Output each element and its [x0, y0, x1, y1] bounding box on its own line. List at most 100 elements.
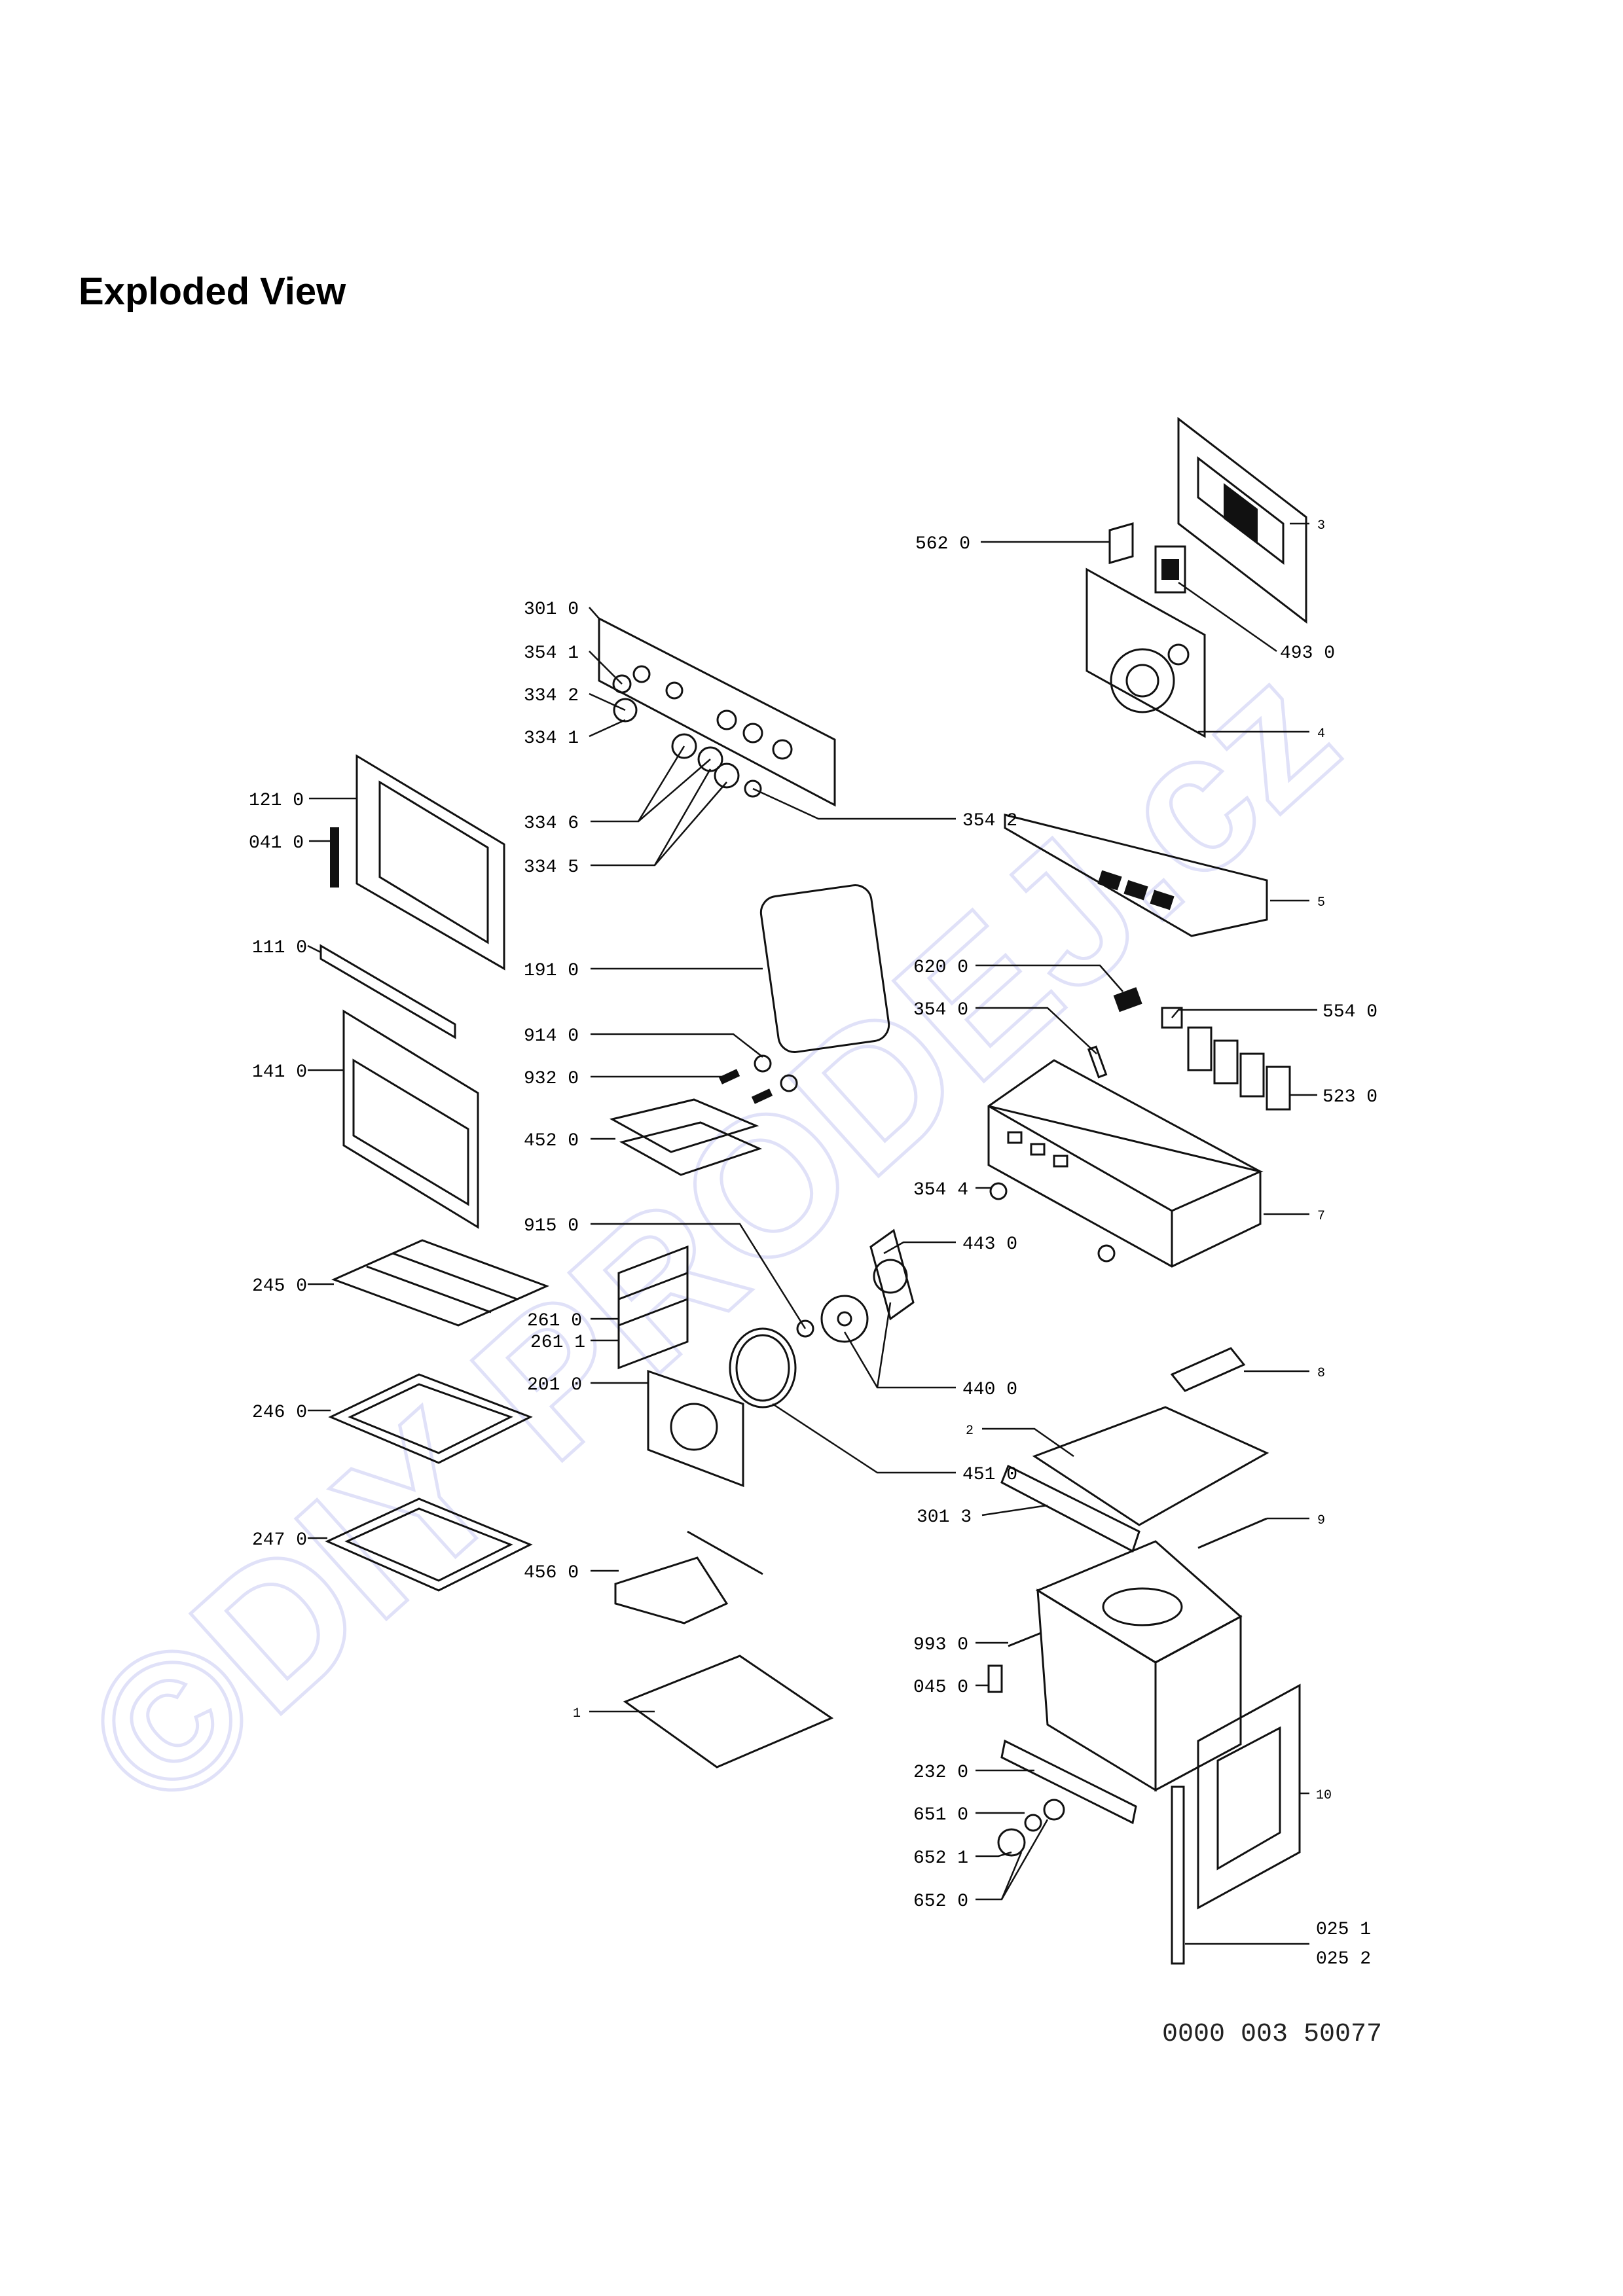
part-base-1	[623, 1655, 834, 1768]
label-2: 2	[966, 1424, 974, 1439]
part-gasket-191	[759, 884, 890, 1053]
part-fan-ring-451	[729, 1327, 797, 1408]
page-title: Exploded View	[79, 270, 346, 313]
label-334-5: 334 5	[524, 857, 579, 878]
label-354-2: 354 2	[962, 811, 1017, 831]
label-261-1: 261 1	[530, 1333, 585, 1353]
part-thermostats-523	[1187, 1026, 1291, 1111]
part-shelf-guides-261	[617, 1245, 689, 1370]
label-914-0: 914 0	[524, 1026, 579, 1047]
label-9: 9	[1317, 1513, 1325, 1528]
label-025-1: 025 1	[1316, 1920, 1371, 1940]
label-201-0: 201 0	[527, 1375, 582, 1395]
label-8: 8	[1317, 1366, 1325, 1381]
label-993-0: 993 0	[913, 1635, 968, 1655]
part-fan-motor-443	[869, 1229, 915, 1321]
label-452-0: 452 0	[524, 1131, 579, 1151]
part-lamp-cover-652	[997, 1828, 1026, 1857]
label-1: 1	[573, 1706, 581, 1721]
label-334-2: 334 2	[524, 686, 579, 706]
part-fixing-562	[1108, 522, 1134, 564]
part-door-glass-141	[342, 1009, 479, 1229]
label-651-0: 651 0	[913, 1805, 968, 1825]
part-hinge-025	[1171, 1785, 1185, 1965]
label-523-0: 523 0	[1322, 1087, 1377, 1107]
part-wire-shelf-245	[331, 1239, 549, 1327]
label-025-2: 025 2	[1316, 1949, 1371, 1969]
label-334-1: 334 1	[524, 728, 579, 749]
label-261-0: 261 0	[527, 1311, 582, 1331]
part-bottom-plate-2	[1032, 1406, 1269, 1526]
part-labels: 562 0 3 493 0 4 301 0 354 1 334 2 334 1 …	[249, 518, 1377, 1969]
part-control-panel-301	[598, 617, 836, 807]
leader-lines	[307, 522, 1317, 1945]
part-spring-932	[718, 1069, 773, 1104]
part-grill-element-452	[609, 1098, 763, 1176]
label-301-0: 301 0	[524, 600, 579, 620]
part-side-panel-10	[1197, 1683, 1301, 1910]
label-045-0: 045 0	[913, 1677, 968, 1698]
label-354-0: 354 0	[913, 1000, 968, 1020]
label-915-0: 915 0	[524, 1216, 579, 1236]
label-7: 7	[1317, 1209, 1325, 1224]
part-tray-246	[328, 1373, 533, 1464]
part-back-panel-3	[1177, 416, 1307, 624]
label-121-0: 121 0	[249, 791, 304, 811]
part-door-frame-121	[356, 754, 505, 971]
part-top-cover-5	[1004, 814, 1268, 937]
part-bracket-8	[1170, 1347, 1246, 1392]
part-washer-915	[796, 1319, 814, 1338]
part-oven-cavity	[1035, 1540, 1243, 1792]
label-562-0: 562 0	[915, 534, 970, 554]
part-rear-wall-4	[1085, 567, 1206, 738]
label-932-0: 932 0	[524, 1069, 579, 1089]
label-443-0: 443 0	[962, 1234, 1017, 1255]
label-451-0: 451 0	[962, 1465, 1017, 1485]
label-301-3: 301 3	[917, 1507, 972, 1528]
part-hinge-041	[330, 827, 339, 888]
label-5: 5	[1317, 895, 1325, 910]
label-354-4: 354 4	[913, 1180, 968, 1200]
label-652-1: 652 1	[913, 1848, 968, 1869]
label-247-0: 247 0	[252, 1530, 307, 1551]
part-rail-232	[1000, 1739, 1137, 1825]
label-10: 10	[1316, 1788, 1332, 1803]
part-pin-354-0	[1087, 1045, 1108, 1079]
label-354-1: 354 1	[524, 643, 579, 664]
watermark-text: ©DIY PRODEJ.cz	[45, 622, 1376, 1851]
label-232-0: 232 0	[913, 1763, 968, 1783]
part-knobs	[612, 674, 762, 798]
part-clip-045	[987, 1664, 1003, 1693]
label-4: 4	[1317, 726, 1325, 742]
label-141-0: 141 0	[252, 1062, 307, 1083]
label-041-0: 041 0	[249, 833, 304, 853]
part-motor-493	[1154, 545, 1186, 594]
label-246-0: 246 0	[252, 1403, 307, 1423]
part-bottom-element-456	[614, 1530, 763, 1624]
label-493-0: 493 0	[1280, 643, 1335, 664]
part-lamp-554	[1161, 1007, 1183, 1029]
label-191-0: 191 0	[524, 961, 579, 981]
part-pins-354-4	[989, 1182, 1116, 1263]
part-switch-620	[1113, 987, 1142, 1013]
label-554-0: 554 0	[1322, 1002, 1377, 1022]
part-rod-9	[1197, 1517, 1267, 1549]
label-652-0: 652 0	[913, 1892, 968, 1912]
label-334-6: 334 6	[524, 814, 579, 834]
part-fan-blade-440	[820, 1295, 869, 1343]
part-nut-914	[754, 1054, 798, 1092]
label-620-0: 620 0	[913, 958, 968, 978]
label-245-0: 245 0	[252, 1276, 307, 1297]
label-456-0: 456 0	[524, 1563, 579, 1583]
label-3: 3	[1317, 518, 1325, 533]
part-lamp-651	[1024, 1799, 1065, 1832]
part-screw-993	[1008, 1632, 1042, 1647]
label-111-0: 111 0	[252, 938, 307, 958]
part-tray-247	[325, 1498, 533, 1592]
part-control-box-7	[987, 1059, 1264, 1268]
label-440-0: 440 0	[962, 1380, 1017, 1400]
part-handle-111	[319, 944, 456, 1039]
part-fan-cover-201	[647, 1369, 744, 1488]
document-code: 0000 003 50077	[1162, 2020, 1382, 2049]
